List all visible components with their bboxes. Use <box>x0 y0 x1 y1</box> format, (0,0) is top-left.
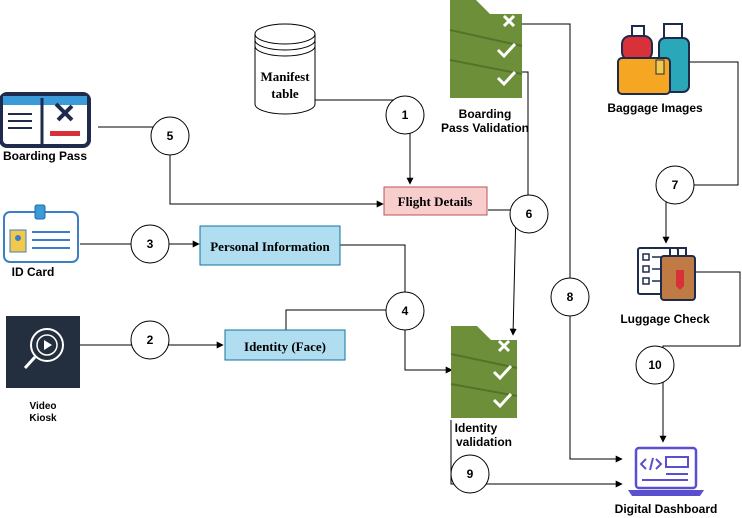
edge-baggage-to-luggage-check <box>662 61 739 244</box>
step-1: 1 <box>385 95 425 135</box>
flight-details-node: Flight Details <box>383 186 488 216</box>
identity-validation-node: Identity validation <box>450 326 518 449</box>
edge-bp-validation-to-step6 <box>522 71 529 212</box>
step-6: 6 <box>509 194 549 234</box>
step-5: 5 <box>150 116 190 156</box>
boarding-pass-node: Boarding Pass <box>0 92 91 163</box>
manifest-label-line2: table <box>271 86 299 101</box>
step-5-label: 5 <box>167 129 174 143</box>
step-3: 3 <box>130 224 170 264</box>
identity-face-node: Identity (Face) <box>224 329 346 361</box>
bp-validation-label-line2: Pass Validation <box>441 121 529 135</box>
manifest-table-node: Manifest table <box>254 23 316 115</box>
identity-validation-label-line1: Identity <box>455 421 498 435</box>
baggage-icon <box>617 23 690 95</box>
identity-validation-label-line2: validation <box>456 435 512 449</box>
video-kiosk-icon <box>6 316 80 388</box>
laptop-code-icon <box>628 446 704 496</box>
step-8: 8 <box>550 277 590 317</box>
digital-dashboard-node: Digital Dashboard <box>615 446 718 516</box>
boarding-pass-validation-node: Boarding Pass Validation <box>441 0 529 135</box>
step-4: 4 <box>385 291 425 331</box>
video-kiosk-label-line1: Video <box>29 401 56 412</box>
video-kiosk-label-line2: Kiosk <box>29 413 57 424</box>
validation-checklist-icon <box>449 0 523 98</box>
identity-face-label: Identity (Face) <box>244 339 326 354</box>
database-cylinder-icon <box>254 23 316 115</box>
step-2-label: 2 <box>147 333 154 347</box>
boarding-pass-label: Boarding Pass <box>3 149 87 163</box>
luggage-check-label: Luggage Check <box>620 312 710 326</box>
boarding-pass-icon <box>0 92 91 148</box>
step-9: 9 <box>450 454 490 494</box>
edge-flight-details-to-identity-validation <box>488 209 517 336</box>
step-3-label: 3 <box>147 237 154 251</box>
step-6-label: 6 <box>526 207 533 221</box>
id-card-icon <box>3 204 79 263</box>
personal-information-label: Personal Information <box>210 239 330 254</box>
manifest-label-line1: Manifest <box>260 69 310 84</box>
edge-identity-validation-to-dashboard <box>450 420 623 488</box>
step-7: 7 <box>655 165 695 205</box>
step-10-label: 10 <box>648 358 662 372</box>
step-2: 2 <box>130 320 170 360</box>
luggage-check-node: Luggage Check <box>620 247 710 326</box>
digital-dashboard-label: Digital Dashboard <box>615 502 718 516</box>
luggage-check-icon <box>637 247 696 301</box>
step-10: 10 <box>635 345 675 385</box>
id-card-label: ID Card <box>12 265 55 279</box>
step-1-label: 1 <box>402 108 409 122</box>
edge-identity-face-to-step4 <box>285 309 405 330</box>
personal-information-node: Personal Information <box>199 225 341 266</box>
step-9-label: 9 <box>467 467 474 481</box>
edge-boarding-pass-to-flight-details <box>98 126 384 208</box>
step-4-label: 4 <box>402 304 409 318</box>
validation-checklist-icon <box>450 326 518 418</box>
step-markers: 1 2 3 4 5 6 7 8 <box>130 95 695 494</box>
video-kiosk-node: Video Kiosk <box>6 316 80 424</box>
baggage-images-label: Baggage Images <box>607 101 703 115</box>
flight-details-label: Flight Details <box>398 194 473 209</box>
id-card-node: ID Card <box>3 204 79 279</box>
step-8-label: 8 <box>567 290 574 304</box>
baggage-images-node: Baggage Images <box>607 23 703 115</box>
edge-bp-validation-to-dashboard <box>522 23 623 463</box>
bp-validation-label-line1: Boarding <box>459 107 512 121</box>
step-7-label: 7 <box>672 178 679 192</box>
